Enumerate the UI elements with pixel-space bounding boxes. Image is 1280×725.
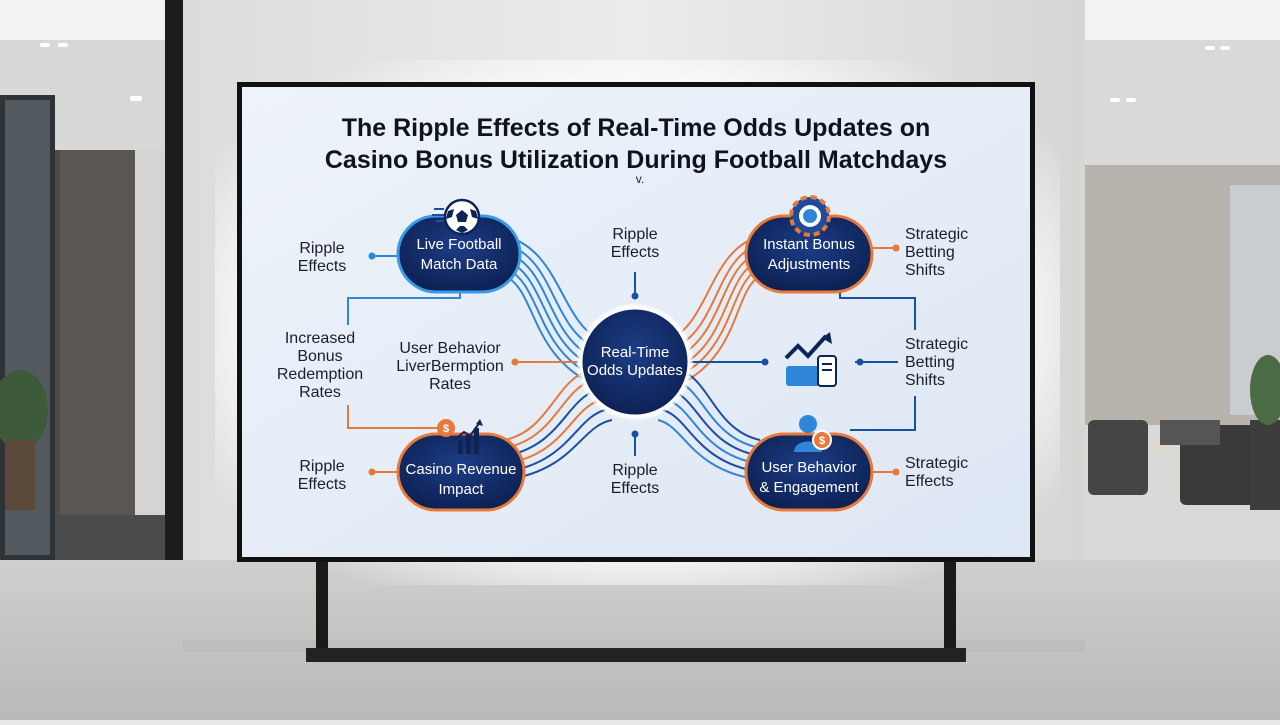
trend-chart-icon [784, 332, 837, 387]
label-right-top: Strategic Betting Shifts [905, 226, 989, 280]
label-center-bottom: Ripple Effects [595, 462, 675, 498]
page-title: The Ripple Effects of Real-Time Odds Upd… [240, 112, 1032, 176]
node-label-line: Adjustments [767, 256, 851, 273]
node-label-line: Instant Bonus [763, 236, 855, 253]
label-left-mid: Increased Bonus Redemption Rates [268, 330, 372, 402]
label-line: Effects [297, 258, 347, 275]
label-line: Redemption [276, 366, 364, 383]
label-left-bottom: Ripple Effects [282, 458, 362, 494]
revenue-chart-icon: $ [437, 419, 483, 454]
label-line: Ripple [299, 240, 345, 257]
label-line: Increased [284, 330, 356, 347]
label-line: Rates [429, 376, 471, 393]
label-line: Ripple [299, 458, 345, 475]
label-line: Betting [905, 244, 955, 261]
label-line: Ripple [612, 462, 658, 479]
label-line: Effects [905, 473, 954, 490]
center-node: Real-Time Odds Updates [580, 344, 690, 380]
label-center-left: User Behavior LiverBermption Rates [388, 340, 512, 394]
node-label-line: Impact [438, 481, 484, 498]
label-line: Strategic [905, 336, 969, 353]
label-right-bottom: Strategic Effects [905, 455, 989, 491]
center-node-line: Odds Updates [587, 362, 683, 379]
label-right-mid: Strategic Betting Shifts [905, 336, 989, 390]
label-left-top: Ripple Effects [282, 240, 362, 276]
label-line: Bonus [297, 348, 343, 365]
label-line: LiverBermption [396, 358, 504, 375]
node-label-line: & Engagement [759, 479, 859, 496]
label-line: Shifts [905, 372, 946, 389]
soccer-ball-icon [432, 198, 481, 236]
node-label-line: Match Data [420, 256, 498, 273]
label-line: Shifts [905, 262, 946, 279]
label-line: Effects [610, 244, 660, 261]
node-casino-revenue: Casino Revenue Impact [398, 460, 524, 500]
svg-text:$: $ [443, 423, 449, 435]
title-line-1: The Ripple Effects of Real-Time Odds Upd… [341, 114, 931, 142]
label-line: Ripple [612, 226, 658, 243]
subtitle: v. [635, 172, 645, 186]
label-center-top: Ripple Effects [595, 226, 675, 262]
label-line: Betting [905, 354, 955, 371]
svg-text:$: $ [819, 435, 825, 447]
label-line: Effects [297, 476, 347, 493]
node-label-line: Live Football [416, 236, 502, 253]
label-line: Rates [299, 384, 341, 401]
casino-chip-icon [789, 195, 831, 237]
center-node-line: Real-Time [600, 344, 670, 361]
node-live-football: Live Football Match Data [398, 235, 520, 275]
title-line-2: Casino Bonus Utilization During Football… [324, 146, 948, 174]
label-line: Strategic [905, 455, 969, 472]
label-line: User Behavior [399, 340, 501, 357]
node-user-behavior: User Behavior & Engagement [746, 458, 872, 498]
node-label-line: User Behavior [761, 459, 857, 476]
label-line: Strategic [905, 226, 969, 243]
user-dollar-icon: $ [794, 415, 832, 452]
node-label-line: Casino Revenue [405, 461, 517, 478]
node-instant-bonus: Instant Bonus Adjustments [746, 235, 872, 275]
label-line: Effects [610, 480, 660, 497]
